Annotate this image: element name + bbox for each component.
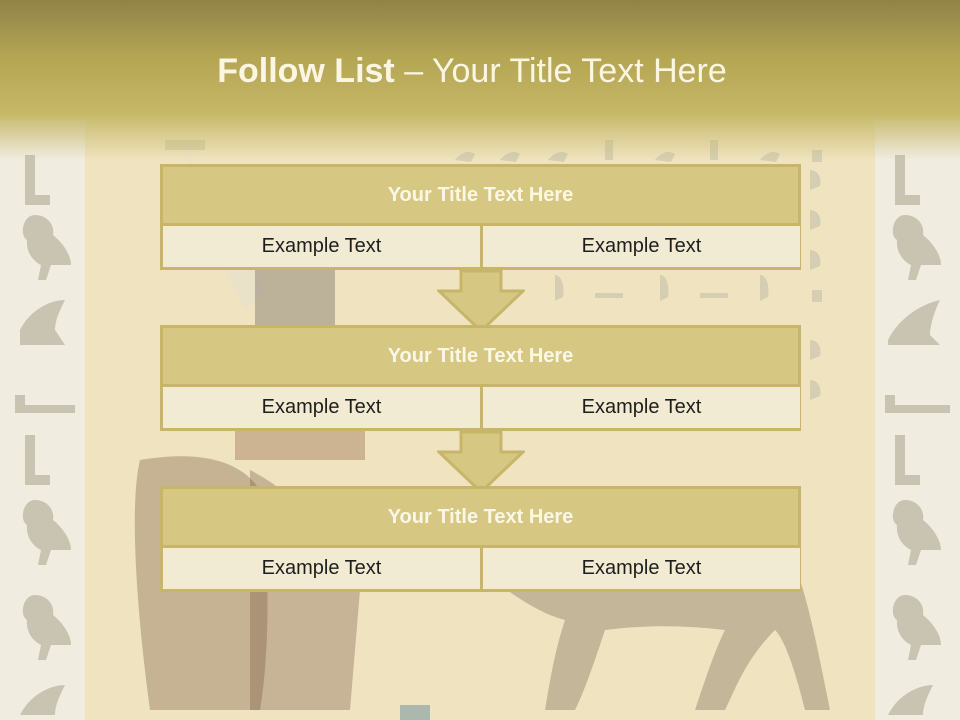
- block-header: Your Title Text Here: [163, 328, 798, 387]
- block-cell-right: Example Text: [483, 226, 800, 267]
- block-header: Your Title Text Here: [163, 489, 798, 548]
- block-cell-right: Example Text: [483, 548, 800, 589]
- block-cell-right: Example Text: [483, 387, 800, 428]
- title-rest: Your Title Text Here: [431, 52, 727, 90]
- slide-title: Follow List – Your Title Text Here: [0, 52, 944, 91]
- title-bar: [0, 0, 960, 160]
- down-arrow-icon: [437, 431, 525, 493]
- block-cell-left: Example Text: [163, 548, 483, 589]
- list-block: Your Title Text Here Example Text Exampl…: [160, 486, 801, 592]
- block-header: Your Title Text Here: [163, 167, 798, 226]
- title-separator: –: [394, 52, 432, 90]
- block-cell-left: Example Text: [163, 226, 483, 267]
- block-cell-left: Example Text: [163, 387, 483, 428]
- list-block: Your Title Text Here Example Text Exampl…: [160, 325, 801, 431]
- list-block: Your Title Text Here Example Text Exampl…: [160, 164, 801, 270]
- title-bold: Follow List: [217, 52, 395, 90]
- down-arrow-icon: [437, 270, 525, 332]
